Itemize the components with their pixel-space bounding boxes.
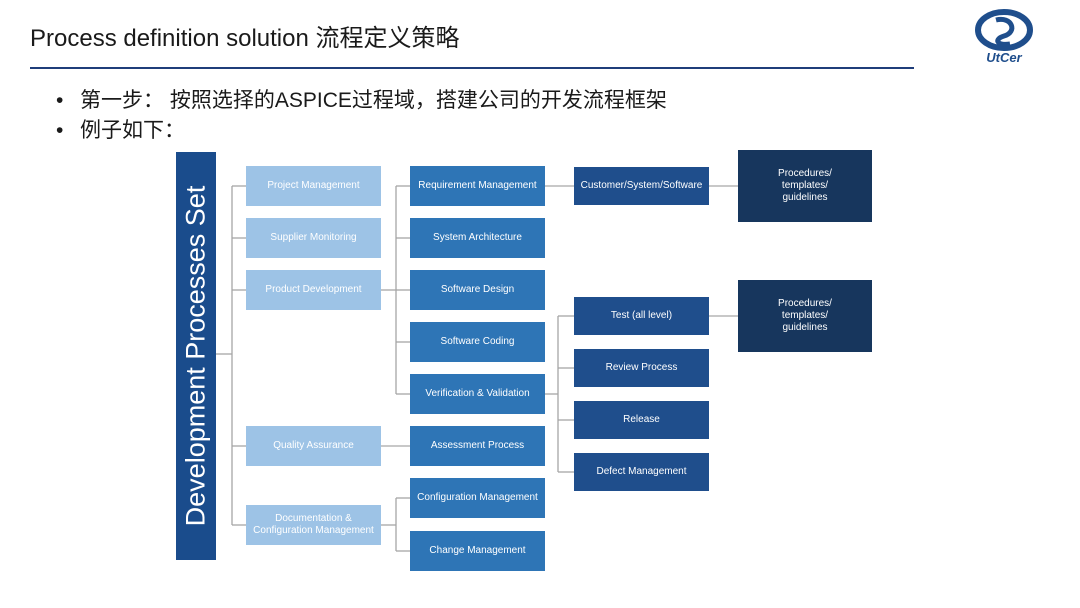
title-divider	[30, 67, 914, 69]
bullet-text: 例子如下：	[80, 119, 185, 142]
node-assessment-process: Assessment Process	[410, 426, 545, 466]
node-procedures-templates-1: Procedures/ templates/ guidelines	[738, 150, 872, 222]
bullet-item: • 例子如下：	[56, 116, 667, 146]
node-documentation-configuration: Documentation & Configuration Management	[246, 505, 381, 545]
node-supplier-monitoring: Supplier Monitoring	[246, 218, 381, 258]
node-verification-validation: Verification & Validation	[410, 374, 545, 414]
node-release: Release	[574, 401, 709, 439]
node-software-design: Software Design	[410, 270, 545, 310]
node-configuration-management: Configuration Management	[410, 478, 545, 518]
node-procedures-templates-2: Procedures/ templates/ guidelines	[738, 280, 872, 352]
root-process-bar: Development Processes Set	[176, 152, 216, 560]
node-project-management: Project Management	[246, 166, 381, 206]
root-process-label: Development Processes Set	[180, 185, 211, 527]
page-title: Process definition solution 流程定义策略	[30, 25, 460, 52]
bullet-text: 第一步： 按照选择的ASPICE过程域，搭建公司的开发流程框架	[80, 89, 667, 112]
utcer-logo: UtCer	[966, 6, 1046, 66]
bullet-marker: •	[56, 89, 64, 112]
node-change-management: Change Management	[410, 531, 545, 571]
node-review-process: Review Process	[574, 349, 709, 387]
node-system-architecture: System Architecture	[410, 218, 545, 258]
node-quality-assurance: Quality Assurance	[246, 426, 381, 466]
bullet-item: • 第一步： 按照选择的ASPICE过程域，搭建公司的开发流程框架	[56, 86, 667, 116]
node-test-all-level: Test (all level)	[574, 297, 709, 335]
node-software-coding: Software Coding	[410, 322, 545, 362]
utcer-logo-icon: UtCer	[975, 9, 1033, 65]
logo-text: UtCer	[986, 50, 1022, 65]
bullet-list: • 第一步： 按照选择的ASPICE过程域，搭建公司的开发流程框架 • 例子如下：	[56, 86, 667, 146]
node-product-development: Product Development	[246, 270, 381, 310]
node-customer-system-software: Customer/System/Software	[574, 167, 709, 205]
node-defect-management: Defect Management	[574, 453, 709, 491]
node-requirement-management: Requirement Management	[410, 166, 545, 206]
bullet-marker: •	[56, 119, 64, 142]
